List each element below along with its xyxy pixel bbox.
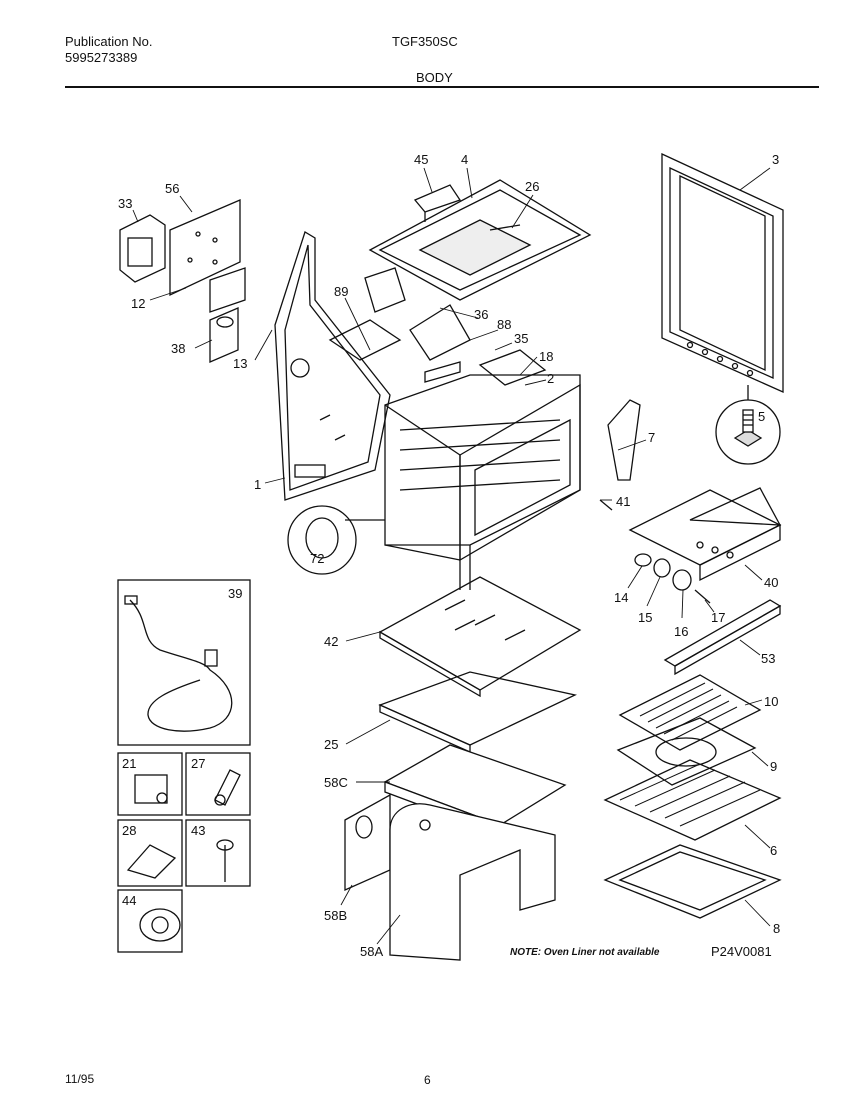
oven-liner-note: NOTE: Oven Liner not available <box>510 947 660 958</box>
callout-53: 53 <box>761 651 775 666</box>
callout-42: 42 <box>324 634 338 649</box>
callout-10: 10 <box>764 694 778 709</box>
callout-38: 38 <box>171 341 185 356</box>
footer-date: 11/95 <box>65 1072 95 1086</box>
insulation-roll-inset <box>287 505 385 575</box>
callout-18: 18 <box>539 349 553 364</box>
callout-17: 17 <box>711 610 725 625</box>
callout-58B: 58B <box>324 908 347 923</box>
diagram-code: P24V0081 <box>711 944 772 959</box>
model-number: TGF350SC <box>392 34 458 49</box>
rail-part <box>663 599 782 676</box>
insulation-blocks <box>344 744 567 961</box>
broiler-burner-part <box>628 487 782 582</box>
oven-liner-part <box>603 844 782 919</box>
callout-72: 72 <box>310 551 324 566</box>
callout-25: 25 <box>324 737 338 752</box>
callout-28: 28 <box>122 823 136 838</box>
part-21-inset <box>117 752 183 816</box>
callout-56: 56 <box>165 181 179 196</box>
part-27-inset <box>185 752 251 816</box>
section-title: BODY <box>416 70 453 85</box>
callout-58A: 58A <box>360 944 383 959</box>
callout-12: 12 <box>131 296 145 311</box>
callout-1: 1 <box>254 477 261 492</box>
power-cord-inset <box>117 579 251 746</box>
burner-box-part <box>368 179 592 301</box>
part-43-inset <box>185 819 251 887</box>
callout-43: 43 <box>191 823 205 838</box>
callout-8: 8 <box>773 921 780 936</box>
callout-5: 5 <box>758 409 765 424</box>
door-frame-part <box>661 152 784 400</box>
callout-16: 16 <box>674 624 688 639</box>
internal-parts-cluster <box>328 267 547 386</box>
callout-2: 2 <box>547 371 554 386</box>
callout-9: 9 <box>770 759 777 774</box>
callout-36: 36 <box>474 307 488 322</box>
callout-58C: 58C <box>324 775 348 790</box>
oven-bottom-part <box>378 671 577 754</box>
callout-7: 7 <box>648 430 655 445</box>
oven-body-part <box>384 374 581 590</box>
callout-89: 89 <box>334 284 348 299</box>
leader-lines <box>132 167 771 945</box>
callout-88: 88 <box>497 317 511 332</box>
callout-21: 21 <box>122 756 136 771</box>
callout-15: 15 <box>638 610 652 625</box>
callout-14: 14 <box>614 590 628 605</box>
callout-26: 26 <box>525 179 539 194</box>
callout-39: 39 <box>228 586 242 601</box>
page-number: 6 <box>424 1073 431 1087</box>
small-part-drawings <box>126 769 241 942</box>
bracket-part <box>209 267 246 363</box>
callout-6: 6 <box>770 843 777 858</box>
part-28-inset <box>117 819 183 887</box>
callout-44: 44 <box>122 893 136 908</box>
back-panel-part <box>274 231 391 501</box>
callout-45: 45 <box>414 152 428 167</box>
leveling-leg-inset <box>715 399 781 465</box>
callout-35: 35 <box>514 331 528 346</box>
callout-41: 41 <box>616 494 630 509</box>
callout-13: 13 <box>233 356 247 371</box>
callout-40: 40 <box>764 575 778 590</box>
bottom-panel-part <box>378 576 582 698</box>
callout-27: 27 <box>191 756 205 771</box>
header-rule <box>65 86 819 88</box>
publication-label: Publication No. <box>65 34 153 49</box>
publication-number: 5995273389 <box>65 50 138 65</box>
hinge-part <box>599 399 641 511</box>
callout-33: 33 <box>118 196 132 211</box>
oven-rack-part <box>603 759 782 841</box>
broiler-pan-part <box>616 717 757 786</box>
control-panel-part <box>119 199 241 297</box>
callout-3: 3 <box>772 152 779 167</box>
callout-4: 4 <box>461 152 468 167</box>
igniter-parts <box>634 553 711 604</box>
part-44-inset <box>117 889 183 953</box>
